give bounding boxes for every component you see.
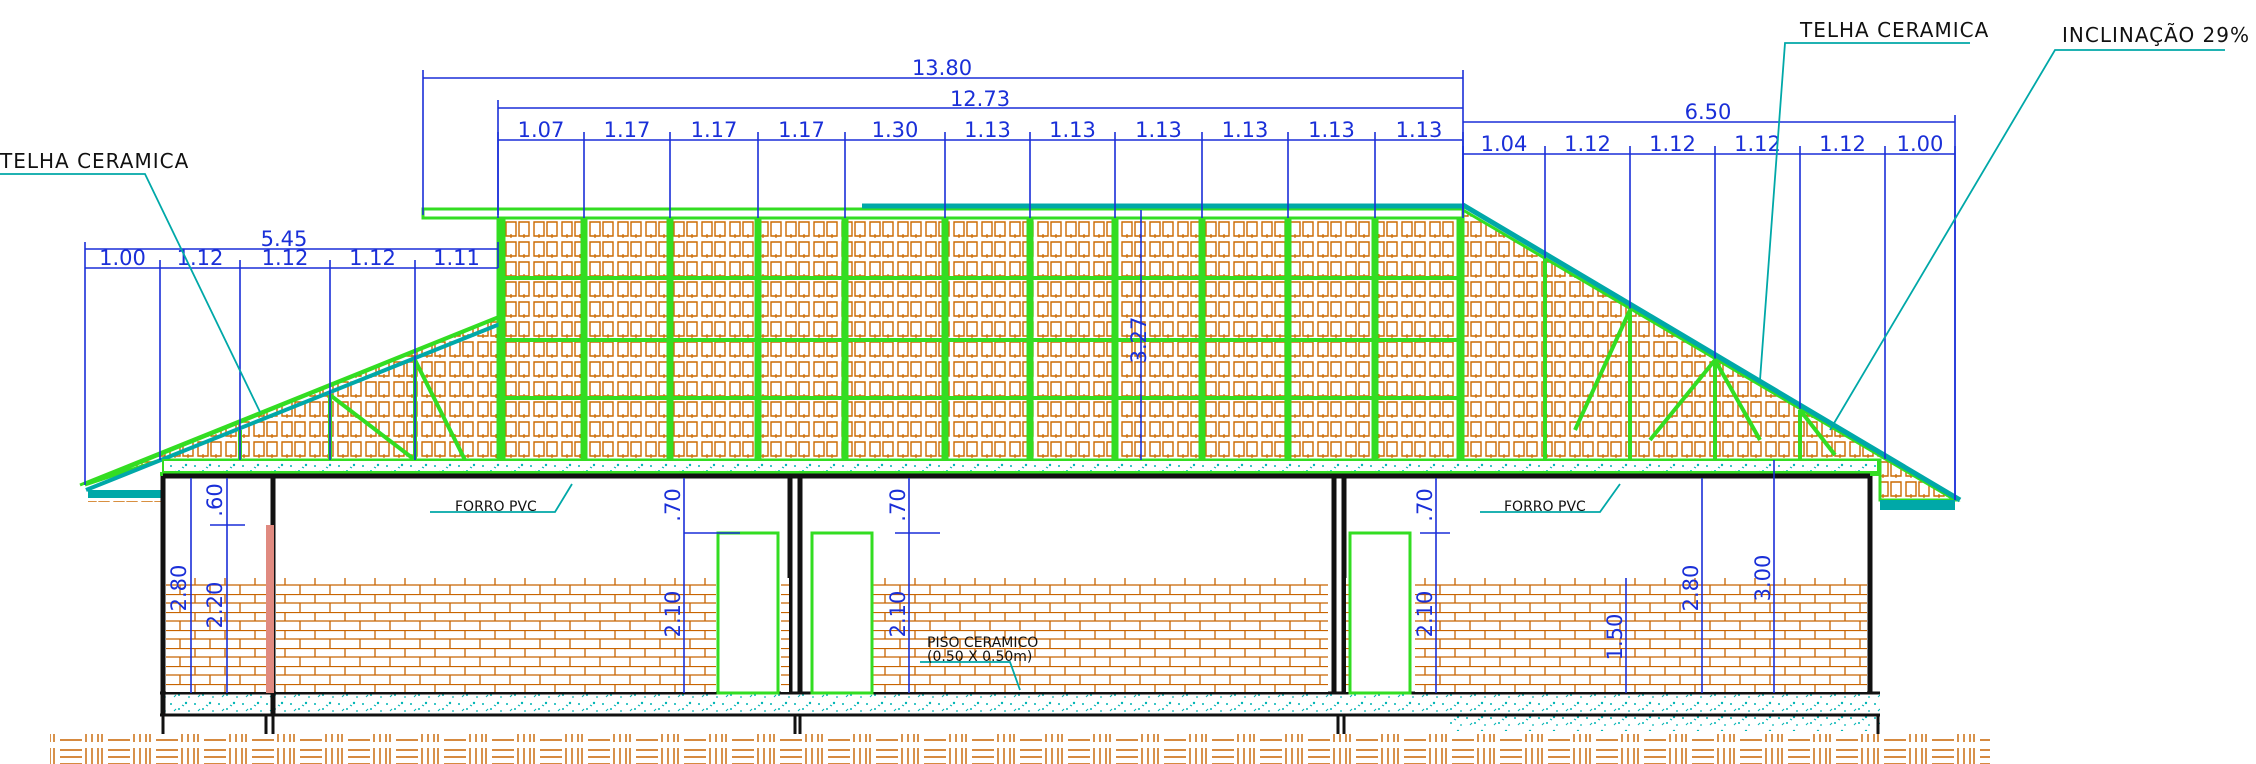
dim-top-segment: 1.30 — [872, 118, 919, 142]
dim-left-window: 2.20 — [203, 582, 227, 629]
dim-right-sill: 1.50 — [1603, 614, 1627, 661]
label-piso-line2: (0.50 X 0.50m) — [927, 649, 1032, 665]
floor-slab — [163, 693, 1878, 715]
dim-right-overall: 6.50 — [1685, 100, 1732, 124]
floor-slab-right-thick — [1450, 693, 1880, 731]
dim-door2-top: .70 — [886, 488, 910, 521]
dimension-lines — [84, 70, 1956, 693]
dim-top-segment: 1.17 — [691, 118, 738, 142]
dim-top-overall: 13.80 — [912, 56, 972, 80]
dim-left-segment: 1.12 — [349, 246, 396, 270]
dim-door3: 2.10 — [1413, 591, 1437, 638]
dim-top-segment: 1.13 — [964, 118, 1011, 142]
dim-left-segment: 1.12 — [262, 246, 309, 270]
right-roof-slope — [1461, 207, 1961, 502]
leaders — [0, 42, 2225, 691]
brick-wall-1 — [166, 578, 270, 692]
dim-left-segment: 1.11 — [433, 246, 480, 270]
dim-left-segment: 1.12 — [177, 246, 224, 270]
label-forro-left: FORRO PVC — [455, 499, 537, 515]
door-2 — [810, 531, 874, 695]
dim-door2: 2.10 — [886, 591, 910, 638]
dim-left-overall: 5.45 — [261, 227, 308, 251]
dim-door3-top: .70 — [1413, 488, 1437, 521]
dim-right-segment: 1.12 — [1649, 132, 1696, 156]
label-telha-left: TELHA CERAMICA — [0, 149, 189, 173]
dim-left-wall: 2.80 — [167, 565, 191, 612]
dim-right-total: 3.00 — [1751, 555, 1775, 602]
dim-top-inner: 12.73 — [950, 87, 1010, 111]
dim-top-segment: 1.17 — [604, 118, 651, 142]
dim-door1-top: .70 — [661, 488, 685, 521]
dim-top-segment: 1.13 — [1049, 118, 1096, 142]
ground-strip — [50, 734, 1990, 764]
door-1 — [716, 531, 780, 695]
label-piso-line1: PISO CERAMICO — [927, 635, 1038, 651]
dim-top-segment: 1.07 — [518, 118, 565, 142]
dim-top-segment: 1.17 — [778, 118, 825, 142]
dim-right-segment: 1.12 — [1819, 132, 1866, 156]
dim-door1: 2.10 — [661, 591, 685, 638]
dim-right-segment: 1.12 — [1734, 132, 1781, 156]
label-inclinacao: INCLINAÇÃO 29% — [2062, 23, 2250, 47]
brick-wall-3 — [872, 578, 1328, 692]
label-telha-right: TELHA CERAMICA — [1799, 18, 1989, 42]
dim-top-segment: 1.13 — [1308, 118, 1355, 142]
dim-left-segment: 1.00 — [99, 246, 146, 270]
door-3 — [1348, 531, 1412, 695]
column — [266, 525, 274, 693]
dim-top-segment: 1.13 — [1222, 118, 1269, 142]
dim-right-wall: 2.80 — [1679, 565, 1703, 612]
ceiling-band — [162, 459, 1879, 473]
dim-right-segment: 1.12 — [1564, 132, 1611, 156]
brick-wall-2 — [276, 578, 716, 692]
label-forro-right: FORRO PVC — [1504, 499, 1586, 515]
dim-left-window-top: .60 — [203, 483, 227, 516]
dim-right-segment: 1.00 — [1897, 132, 1944, 156]
dim-right-segment: 1.04 — [1481, 132, 1528, 156]
brick-wall-4 — [1415, 578, 1867, 692]
dim-top-segment: 1.13 — [1135, 118, 1182, 142]
dim-ridge-height: 3.27 — [1127, 317, 1151, 364]
dim-top-segment: 1.13 — [1396, 118, 1443, 142]
